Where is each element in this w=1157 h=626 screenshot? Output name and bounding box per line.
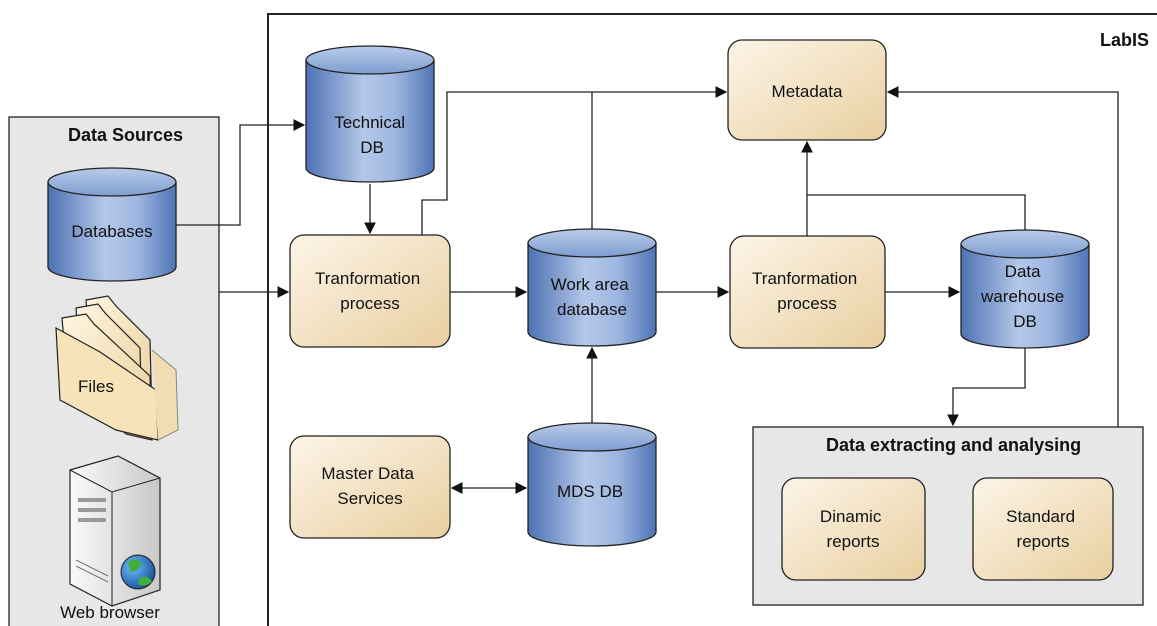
technical-db-cylinder: Technical DB — [305, 45, 435, 183]
svg-text:Data warehouse DB: Data warehouse DB — [980, 262, 1069, 331]
standard-reports-box: Standard reports — [972, 477, 1114, 581]
files-label: Files — [78, 377, 114, 396]
arrow-analysis-to-metadata — [886, 86, 1119, 427]
analysis-title: Data extracting and analysing — [826, 435, 1081, 455]
labis-boundary — [267, 13, 1157, 626]
work-area-label-1: Work area — [551, 275, 630, 294]
arrow-warehouse-to-analysis — [947, 348, 1026, 427]
databases-cylinder: Databases — [47, 167, 177, 282]
transform-1-label-1: Tranformation — [315, 269, 420, 288]
web-browser-label: Web browser — [60, 603, 160, 622]
technical-db-label-2: DB — [360, 138, 384, 157]
svg-text:Tranformation process: Tranformation process — [752, 269, 862, 313]
transform-1-label-2: process — [340, 294, 400, 313]
warehouse-label-2: warehouse — [980, 287, 1064, 306]
mds-db-label: MDS DB — [557, 482, 623, 501]
transformation-process-1: Tranformation process — [289, 234, 451, 348]
labis-label: LabIS — [1100, 30, 1149, 50]
arrow-databases-to-technical-db — [176, 119, 306, 226]
globe-icon — [120, 554, 156, 590]
technical-db-label-1: Technical — [334, 113, 405, 132]
line-warehouse-to-metadata — [807, 194, 1026, 230]
transform-2-label-1: Tranformation — [752, 269, 857, 288]
metadata-box: Metadata — [727, 39, 887, 141]
work-area-label-2: database — [557, 300, 627, 319]
svg-text:Standard reports: Standard reports — [1006, 507, 1080, 551]
mds-label-1: Master Data — [321, 464, 414, 483]
arrow-transform-1-to-metadata — [421, 86, 728, 235]
master-data-services-box: Master Data Services — [289, 435, 451, 539]
dynamic-reports-label-1: Dinamic — [820, 507, 882, 526]
standard-reports-label-1: Standard — [1006, 507, 1075, 526]
warehouse-label-3: DB — [1013, 312, 1037, 331]
svg-text:Technical DB: Technical DB — [334, 113, 410, 157]
standard-reports-label-2: reports — [1017, 532, 1070, 551]
data-warehouse-db-cylinder: Data warehouse DB — [960, 229, 1090, 349]
svg-text:Tranformation process: Tranformation process — [315, 269, 425, 313]
svg-text:Dinamic reports: Dinamic reports — [820, 507, 886, 551]
transformation-process-2: Tranformation process — [729, 235, 886, 349]
mds-label-2: Services — [337, 489, 402, 508]
files-folder-icon: Files — [55, 295, 179, 441]
connectors — [176, 86, 1119, 494]
dynamic-reports-box: Dinamic reports — [781, 477, 926, 581]
data-sources-title: Data Sources — [68, 125, 183, 145]
work-area-db-cylinder: Work area database — [527, 228, 657, 347]
metadata-label: Metadata — [772, 82, 843, 101]
svg-text:Master Data Services: Master Data Services — [321, 464, 418, 508]
transform-2-label-2: process — [777, 294, 837, 313]
svg-text:Work area database: Work area database — [551, 275, 634, 319]
databases-label: Databases — [71, 222, 152, 241]
mds-db-cylinder: MDS DB — [527, 422, 657, 547]
warehouse-label-1: Data — [1005, 262, 1041, 281]
dynamic-reports-label-2: reports — [827, 532, 880, 551]
